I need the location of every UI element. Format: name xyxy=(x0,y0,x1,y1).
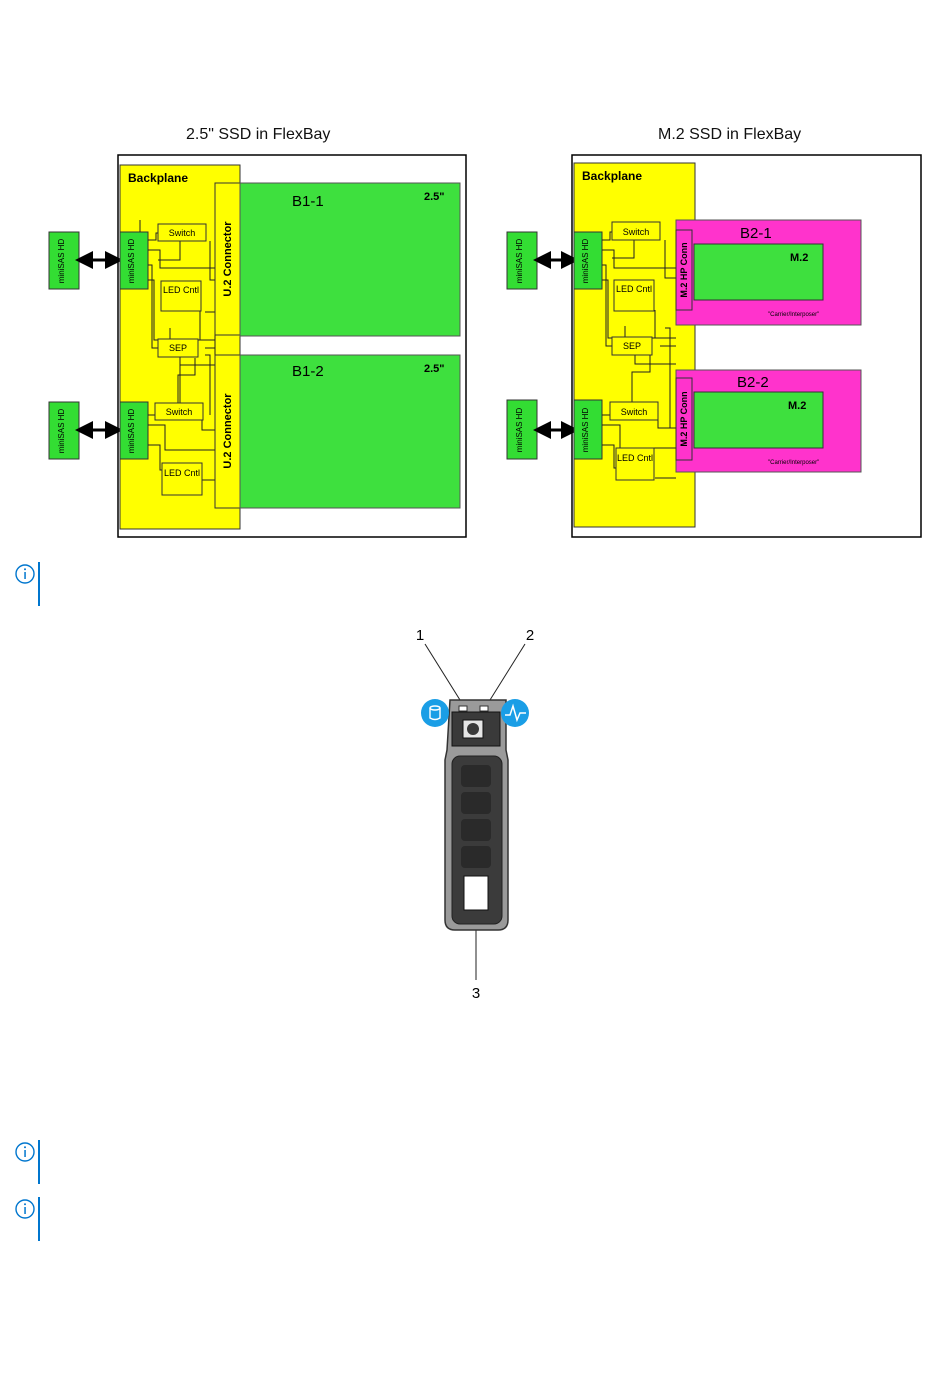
callout-1: 1 xyxy=(416,627,424,644)
left-sep-label: SEP xyxy=(169,343,187,353)
left-minisas-int-2-label: miniSAS HD xyxy=(127,409,136,454)
left-bay-1-size: 2.5" xyxy=(424,191,445,203)
left-switch-2 xyxy=(154,402,204,421)
left-u2-connector-2 xyxy=(214,354,241,509)
right-led-2-label: LED Cntl xyxy=(617,453,653,463)
left-led-1 xyxy=(160,280,202,312)
right-carrier-1-label: "Carrier/Interposer" xyxy=(768,312,819,318)
right-led-1-label: LED Cntl xyxy=(616,284,652,294)
left-led-2-label: LED Cntl xyxy=(164,468,200,478)
left-switch-1 xyxy=(157,223,207,242)
right-minisas-int-2-label: miniSAS HD xyxy=(581,408,590,453)
note-1 xyxy=(14,562,44,608)
right-minisas-ext-2-label: miniSAS HD xyxy=(515,408,524,453)
right-hp-conn-2 xyxy=(675,377,693,461)
right-flexbay-diagram: Backplane miniSAS HD miniSAS HD miniSAS … xyxy=(506,154,922,538)
right-minisas-int-1-label: miniSAS HD xyxy=(581,239,590,284)
callout-3: 3 xyxy=(472,985,480,1002)
left-minisas-int-2 xyxy=(119,401,149,460)
note-2 xyxy=(14,1140,44,1186)
info-icon xyxy=(15,564,35,584)
right-m2-module-1 xyxy=(693,243,824,301)
left-bay-1 xyxy=(239,182,461,337)
drive-activity-icon xyxy=(421,699,449,727)
left-switch-2-label: Switch xyxy=(166,407,193,417)
left-minisas-ext-1-label: miniSAS HD xyxy=(57,239,66,284)
left-led-2 xyxy=(161,462,203,496)
right-minisas-ext-1-label: miniSAS HD xyxy=(515,239,524,284)
left-minisas-int-1-label: miniSAS HD xyxy=(127,239,136,284)
left-switch-1-label: Switch xyxy=(169,228,196,238)
right-m2-module-2-label: M.2 xyxy=(788,400,806,412)
right-hp-conn-2-label: M.2 HP Conn xyxy=(679,391,689,446)
right-minisas-int-1 xyxy=(573,231,603,290)
right-bay-2-name: B2-2 xyxy=(737,374,769,391)
left-diagram-title: 2.5" SSD in FlexBay xyxy=(186,126,331,143)
info-icon xyxy=(15,1142,35,1162)
left-u2-connector-1 xyxy=(214,182,241,336)
left-bay-1-name: B1-1 xyxy=(292,193,324,210)
right-backplane-label: Backplane xyxy=(582,169,642,183)
right-led-2 xyxy=(615,447,655,481)
left-bay-2 xyxy=(239,354,461,509)
right-switch-2-label: Switch xyxy=(621,407,648,417)
right-m2-module-2 xyxy=(693,391,824,449)
right-sep xyxy=(611,336,653,356)
left-u2-connector-1-label: U.2 Connector xyxy=(222,221,234,297)
right-minisas-ext-2 xyxy=(506,399,538,460)
left-sep xyxy=(157,338,199,358)
right-minisas-ext-1 xyxy=(506,231,538,290)
left-u2-connector-2-label: U.2 Connector xyxy=(222,393,234,469)
right-diagram-title: M.2 SSD in FlexBay xyxy=(658,126,802,143)
left-minisas-int-1 xyxy=(119,231,149,290)
note-3 xyxy=(14,1197,44,1243)
drive-status-icon xyxy=(501,699,529,727)
right-hp-conn-1-label: M.2 HP Conn xyxy=(679,242,689,297)
right-sep-label: SEP xyxy=(623,341,641,351)
right-bay-1-name: B2-1 xyxy=(740,225,772,242)
right-switch-2 xyxy=(609,401,659,421)
right-carrier-2-label: "Carrier/Interposer" xyxy=(768,460,819,466)
left-backplane-label: Backplane xyxy=(128,171,188,185)
right-switch-1-label: Switch xyxy=(623,227,650,237)
left-flexbay-diagram: Backplane miniSAS HD miniSAS HD miniSAS … xyxy=(48,154,467,538)
left-led-1-label: LED Cntl xyxy=(163,285,199,295)
drive-label-area xyxy=(463,875,489,911)
left-minisas-ext-1 xyxy=(48,231,80,290)
info-icon xyxy=(15,1199,35,1219)
right-switch-1 xyxy=(611,221,661,241)
left-bay-2-name: B1-2 xyxy=(292,363,324,380)
right-m2-module-1-label: M.2 xyxy=(790,252,808,264)
right-minisas-int-2 xyxy=(573,399,603,460)
right-led-1 xyxy=(613,279,655,312)
right-hp-conn-1 xyxy=(675,229,693,311)
drive-carrier-figure: 1 2 3 xyxy=(416,627,534,1002)
left-minisas-ext-2-label: miniSAS HD xyxy=(57,409,66,454)
left-bay-2-size: 2.5" xyxy=(424,363,445,375)
callout-2: 2 xyxy=(526,627,534,644)
